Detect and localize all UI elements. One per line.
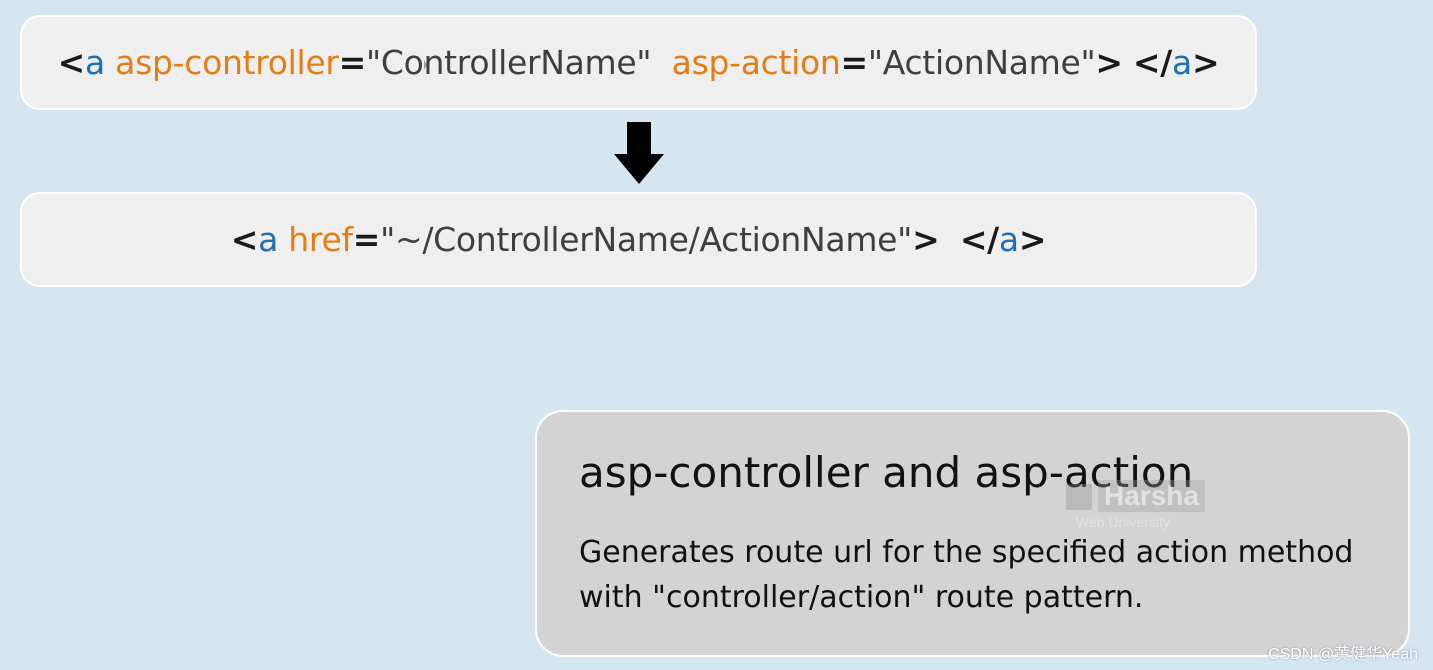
watermark-subtitle: Web University	[1076, 514, 1170, 530]
watermark-name: Harsha	[1098, 480, 1205, 512]
end-tag-close: >	[1018, 220, 1047, 259]
close-bracket: >	[912, 220, 940, 259]
end-tag-name: a	[998, 220, 1019, 259]
equals-sign: =	[840, 43, 869, 82]
harsha-logo-icon	[1066, 484, 1092, 510]
definition-title: asp-controller and asp-action	[579, 448, 1194, 497]
attr-href: href	[288, 220, 353, 259]
open-bracket: <	[230, 220, 259, 259]
value-route-url: "~/ControllerName/ActionName"	[380, 220, 913, 259]
definition-card: asp-controller and asp-action Generates …	[535, 410, 1410, 657]
attr-asp-action: asp-action	[671, 43, 841, 82]
definition-description: Generates route url for the specified ac…	[579, 535, 1354, 615]
down-arrow-icon	[614, 122, 664, 184]
harsha-watermark: Harsha Web University	[1062, 480, 1212, 532]
end-tag-open: </	[959, 220, 999, 259]
code-example-generated-href: <a href="~/ControllerName/ActionName"> <…	[20, 192, 1257, 287]
tag-name: a	[85, 43, 105, 82]
equals-sign: =	[338, 43, 367, 82]
mouse-cursor-icon	[424, 60, 427, 70]
value-controller-name: "ControllerName"	[366, 43, 652, 82]
open-bracket: <	[57, 43, 86, 82]
end-tag-name: a	[1172, 43, 1192, 82]
end-tag-open: </	[1132, 43, 1173, 82]
close-bracket: >	[1095, 43, 1123, 82]
equals-sign: =	[352, 220, 381, 259]
attr-asp-controller: asp-controller	[115, 43, 339, 82]
end-tag-close: >	[1191, 43, 1220, 82]
value-action-name: "ActionName"	[867, 43, 1096, 82]
tag-name: a	[258, 220, 279, 259]
csdn-credit: CSDN @黄健华Yeah	[1268, 646, 1418, 663]
code-example-asp-helpers: <a asp-controller="ControllerName" asp-a…	[20, 15, 1257, 110]
